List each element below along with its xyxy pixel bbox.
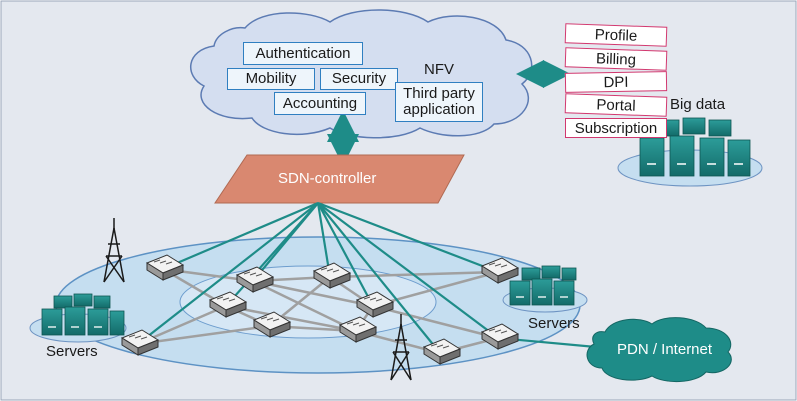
big-data-label: Big data <box>670 96 726 113</box>
network-switch-icon <box>120 329 160 356</box>
cell-tower-icon-bottom <box>390 314 412 381</box>
authentication-box: Authentication <box>243 42 363 65</box>
accounting-label: Accounting <box>282 94 358 112</box>
nfv-label: NFV <box>424 61 454 78</box>
network-switch-icon <box>338 316 378 343</box>
profile-label: Profile <box>594 25 638 45</box>
network-switch-icon <box>208 291 248 318</box>
profile-box: Profile <box>564 23 668 47</box>
pdn-internet-label: PDN / Internet <box>617 341 713 358</box>
network-switch-icon <box>355 291 395 318</box>
dpi-label: DPI <box>603 73 629 91</box>
network-switch-icon <box>422 338 462 365</box>
security-box: Security <box>320 68 398 90</box>
network-switch-icon <box>480 257 520 284</box>
sdn-controller-label: SDN-controller <box>278 170 377 187</box>
network-switches <box>120 254 520 365</box>
right-servers-label: Servers <box>528 315 580 332</box>
portal-box: Portal <box>564 93 668 117</box>
network-switch-icon <box>252 311 292 338</box>
billing-label: Billing <box>595 49 637 69</box>
network-switch-icon <box>312 262 352 289</box>
cell-tower-icon-left <box>103 218 125 283</box>
sdn-controller-box <box>214 154 465 204</box>
subscription-box: Subscription <box>565 118 667 138</box>
mobility-box: Mobility <box>227 68 315 90</box>
left-servers-icon <box>41 293 125 336</box>
bigdata-servers-icon <box>639 117 751 177</box>
billing-box: Billing <box>564 47 668 71</box>
network-switch-icon <box>235 266 275 293</box>
left-servers-label: Servers <box>46 343 98 360</box>
network-switch-icon <box>145 254 185 281</box>
pdn-internet-cloud <box>586 317 732 382</box>
security-label: Security <box>331 70 387 88</box>
portal-label: Portal <box>596 95 636 115</box>
mobility-label: Mobility <box>245 70 297 88</box>
third-party-application-label: Third party application <box>403 85 475 118</box>
third-party-application-box: Third party application <box>395 82 483 122</box>
dpi-box: DPI <box>564 71 668 93</box>
authentication-label: Authentication <box>255 44 351 62</box>
right-servers-icon <box>509 265 577 306</box>
network-switch-icon <box>480 323 520 350</box>
subscription-label: Subscription <box>574 119 658 137</box>
accounting-box: Accounting <box>274 92 366 115</box>
